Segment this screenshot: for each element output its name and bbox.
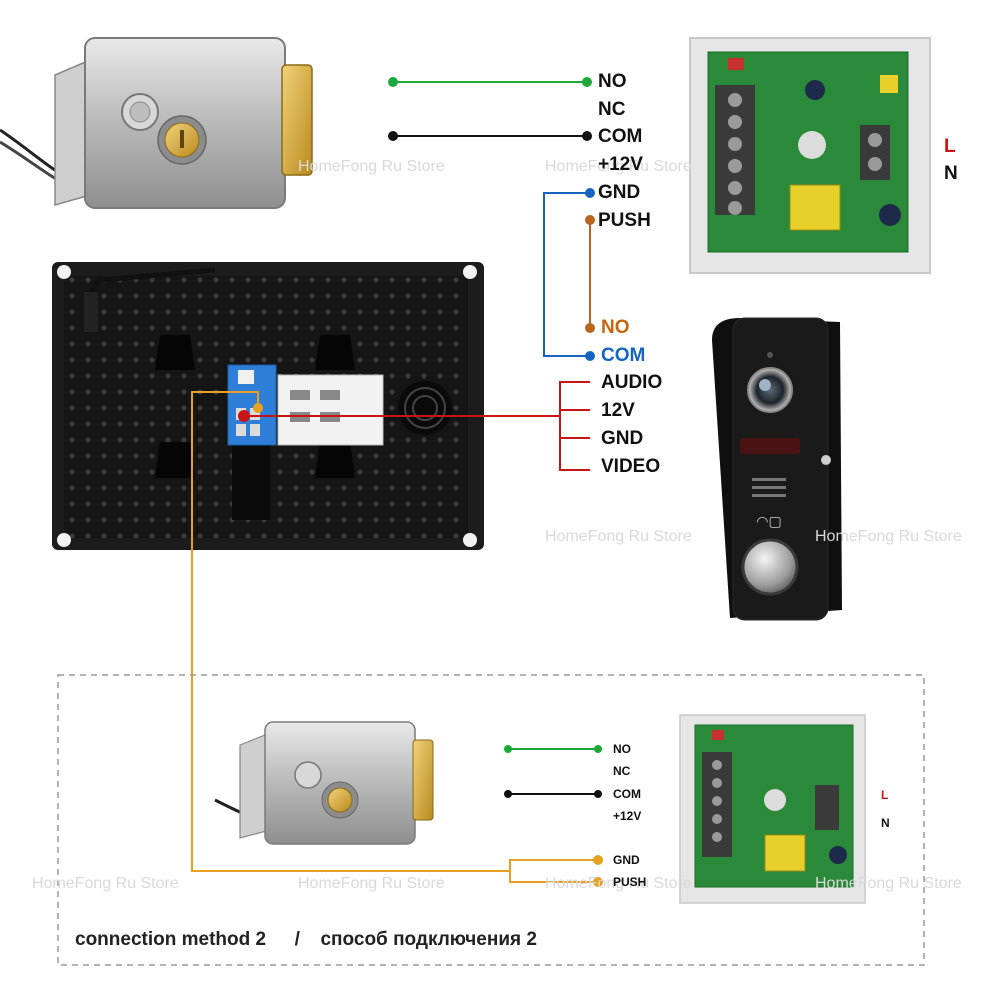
label-lock-12v: +12V: [598, 154, 643, 175]
electric-lock-method2: [214, 721, 434, 845]
method2-wire-no-green: [504, 745, 602, 753]
label-power-l: L: [944, 136, 956, 157]
label-button-com: COM: [601, 345, 646, 366]
label-m2-power-n: N: [881, 816, 890, 830]
wire-gnd-com-blue: [543, 188, 595, 361]
watermark-7: HomeFong Ru Store: [545, 875, 692, 892]
watermark-6: HomeFong Ru Store: [298, 875, 445, 892]
power-board-method2: [679, 714, 866, 904]
label-button-no: NO: [601, 317, 630, 338]
label-lock-gnd: GND: [598, 182, 641, 203]
label-camera-video: VIDEO: [601, 456, 661, 477]
caption-separator: /: [294, 929, 300, 950]
label-m2-nc: NC: [613, 764, 631, 778]
wire-camera-red: [238, 381, 590, 471]
label-lock-no: NO: [598, 71, 627, 92]
outdoor-camera: ◠▢: [712, 317, 842, 621]
wire-com-black: [388, 131, 592, 141]
method2-wire-com-black: [504, 790, 602, 798]
label-m2-push: PUSH: [613, 875, 647, 889]
watermark-5: HomeFong Ru Store: [32, 875, 179, 892]
electric-lock-top: [0, 37, 313, 209]
watermark-3: HomeFong Ru Store: [545, 528, 692, 545]
method2-caption: connection method 2 / способ подключения…: [75, 929, 537, 951]
label-m2-no: NO: [613, 742, 631, 756]
label-camera-audio: AUDIO: [601, 372, 663, 393]
label-m2-gnd: GND: [613, 853, 640, 867]
wire-push-no-brown: [585, 215, 595, 333]
label-camera-12v: 12V: [601, 400, 635, 421]
wire-method2-orange: [191, 391, 603, 887]
power-board-top: [689, 37, 931, 274]
watermark-4: HomeFong Ru Store: [815, 528, 962, 545]
label-lock-nc: NC: [598, 99, 626, 120]
svg-text:◠▢: ◠▢: [756, 514, 781, 530]
caption-english: connection method 2: [75, 929, 267, 950]
label-m2-com: COM: [613, 787, 641, 801]
indoor-monitor: [52, 262, 484, 550]
watermark-1: HomeFong Ru Store: [298, 158, 445, 175]
watermark-8: HomeFong Ru Store: [815, 875, 962, 892]
label-camera-gnd: GND: [601, 428, 644, 449]
label-power-n: N: [944, 163, 958, 184]
label-m2-12v: +12V: [613, 809, 642, 823]
wire-no-green: [388, 77, 592, 87]
label-m2-power-l: L: [881, 788, 889, 802]
caption-russian: способ подключения 2: [320, 929, 537, 950]
label-lock-push: PUSH: [598, 210, 651, 231]
label-lock-com: COM: [598, 126, 643, 147]
method2-box: [57, 674, 925, 966]
watermark-2: HomeFong Ru Store: [545, 158, 692, 175]
